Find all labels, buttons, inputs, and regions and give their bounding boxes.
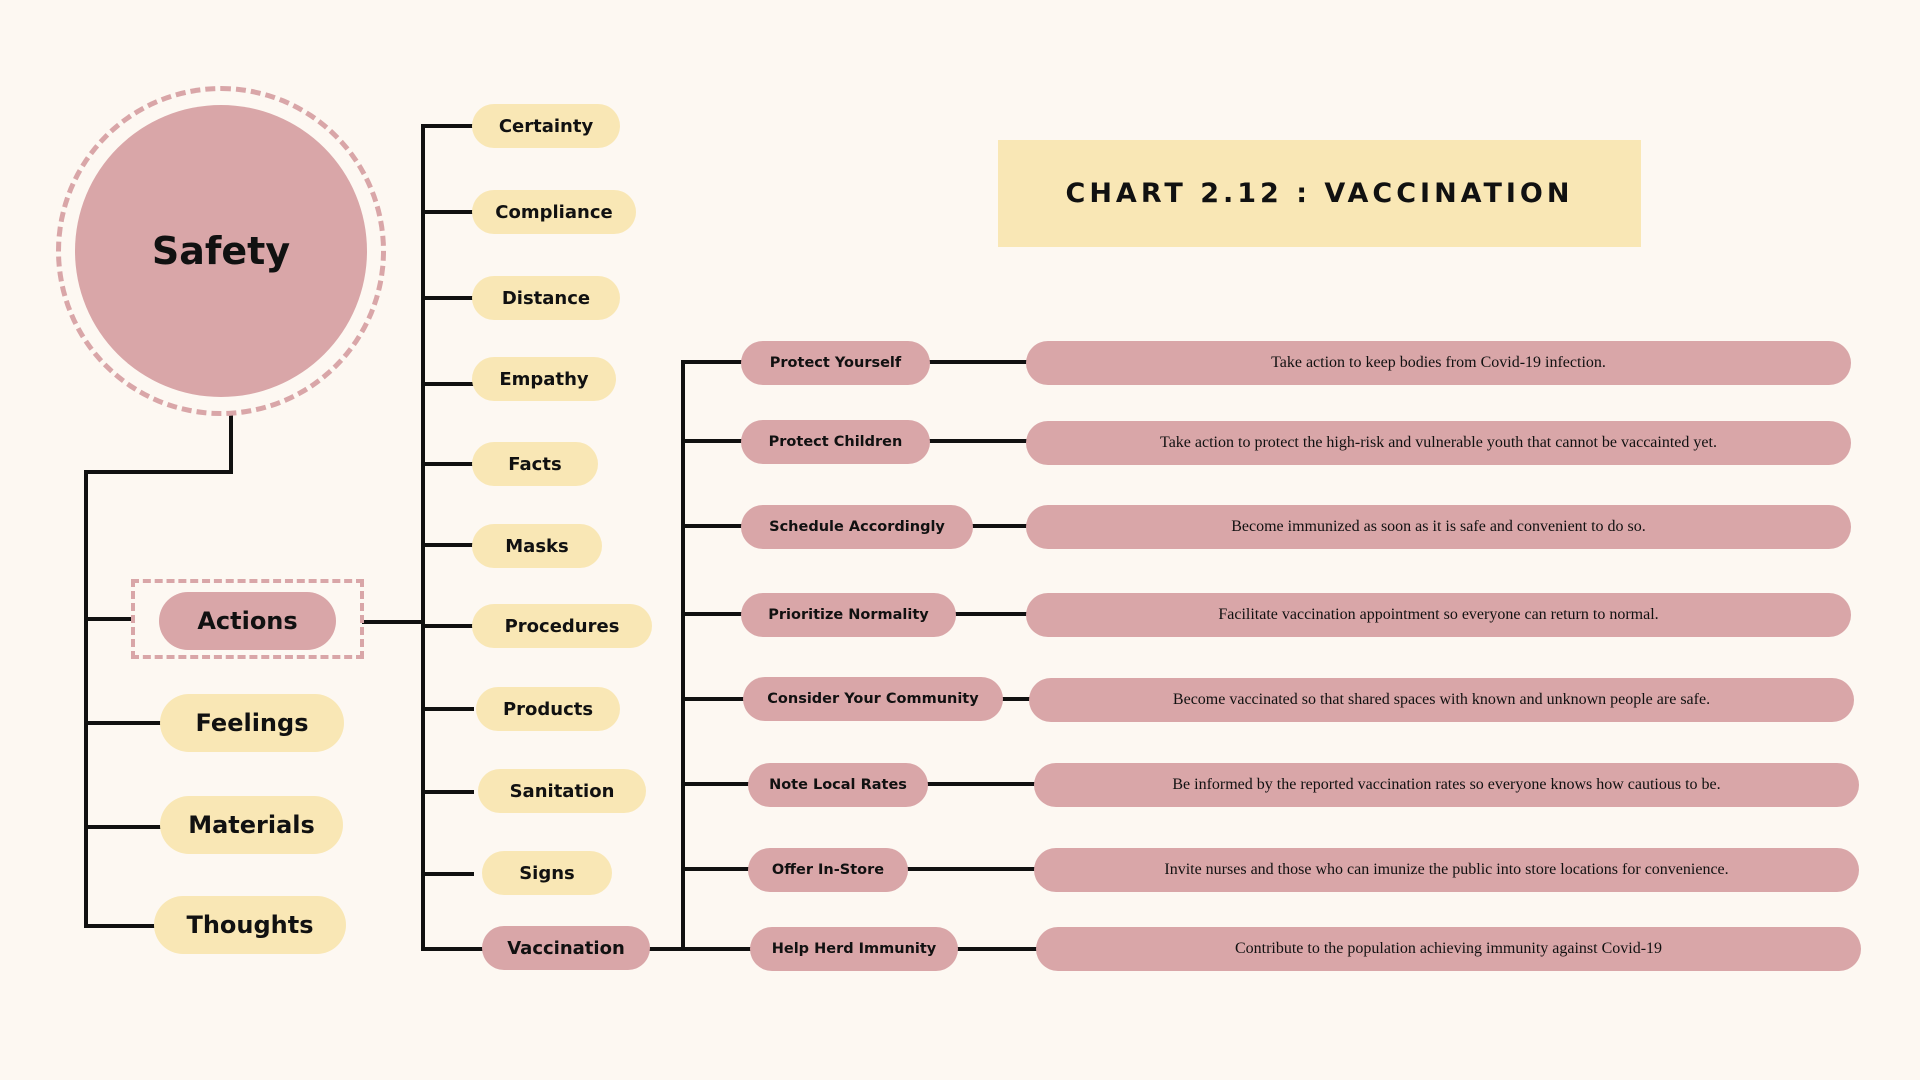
item-vaccination: Vaccination [482, 926, 650, 970]
safety-root-node: Safety [75, 105, 367, 397]
item-certainty: Certainty [472, 104, 620, 148]
item-products: Products [476, 687, 620, 731]
sub-action-note-local-rates: Note Local Rates [748, 763, 928, 807]
item-signs: Signs [482, 851, 612, 895]
item-procedures: Procedures [472, 604, 652, 648]
sub-action-protect-yourself: Protect Yourself [741, 341, 930, 385]
sub-action-consider-community: Consider Your Community [743, 677, 1003, 721]
actions-dashed-frame [131, 579, 364, 659]
description-consider-community: Become vaccinated so that shared spaces … [1029, 678, 1854, 722]
item-distance: Distance [472, 276, 620, 320]
category-materials: Materials [160, 796, 343, 854]
description-schedule-accordingly: Become immunized as soon as it is safe a… [1026, 505, 1851, 549]
item-compliance: Compliance [472, 190, 636, 234]
description-protect-children: Take action to protect the high-risk and… [1026, 421, 1851, 465]
safety-dashed-ring [56, 86, 386, 416]
sub-action-schedule-accordingly: Schedule Accordingly [741, 505, 973, 549]
chart-title: CHART 2.12 : VACCINATION [998, 140, 1641, 247]
item-masks: Masks [472, 524, 602, 568]
sub-action-help-herd-immunity: Help Herd Immunity [750, 927, 958, 971]
sub-action-prioritize-normality: Prioritize Normality [741, 593, 956, 637]
sub-action-protect-children: Protect Children [741, 420, 930, 464]
category-thoughts: Thoughts [154, 896, 346, 954]
description-prioritize-normality: Facilitate vaccination appointment so ev… [1026, 593, 1851, 637]
item-empathy: Empathy [472, 357, 616, 401]
sub-action-offer-in-store: Offer In-Store [748, 848, 908, 892]
item-sanitation: Sanitation [478, 769, 646, 813]
description-help-herd-immunity: Contribute to the population achieving i… [1036, 927, 1861, 971]
description-protect-yourself: Take action to keep bodies from Covid-19… [1026, 341, 1851, 385]
description-note-local-rates: Be informed by the reported vaccination … [1034, 763, 1859, 807]
category-feelings: Feelings [160, 694, 344, 752]
category-actions: Actions [159, 592, 336, 650]
item-facts: Facts [472, 442, 598, 486]
description-offer-in-store: Invite nurses and those who can imunize … [1034, 848, 1859, 892]
